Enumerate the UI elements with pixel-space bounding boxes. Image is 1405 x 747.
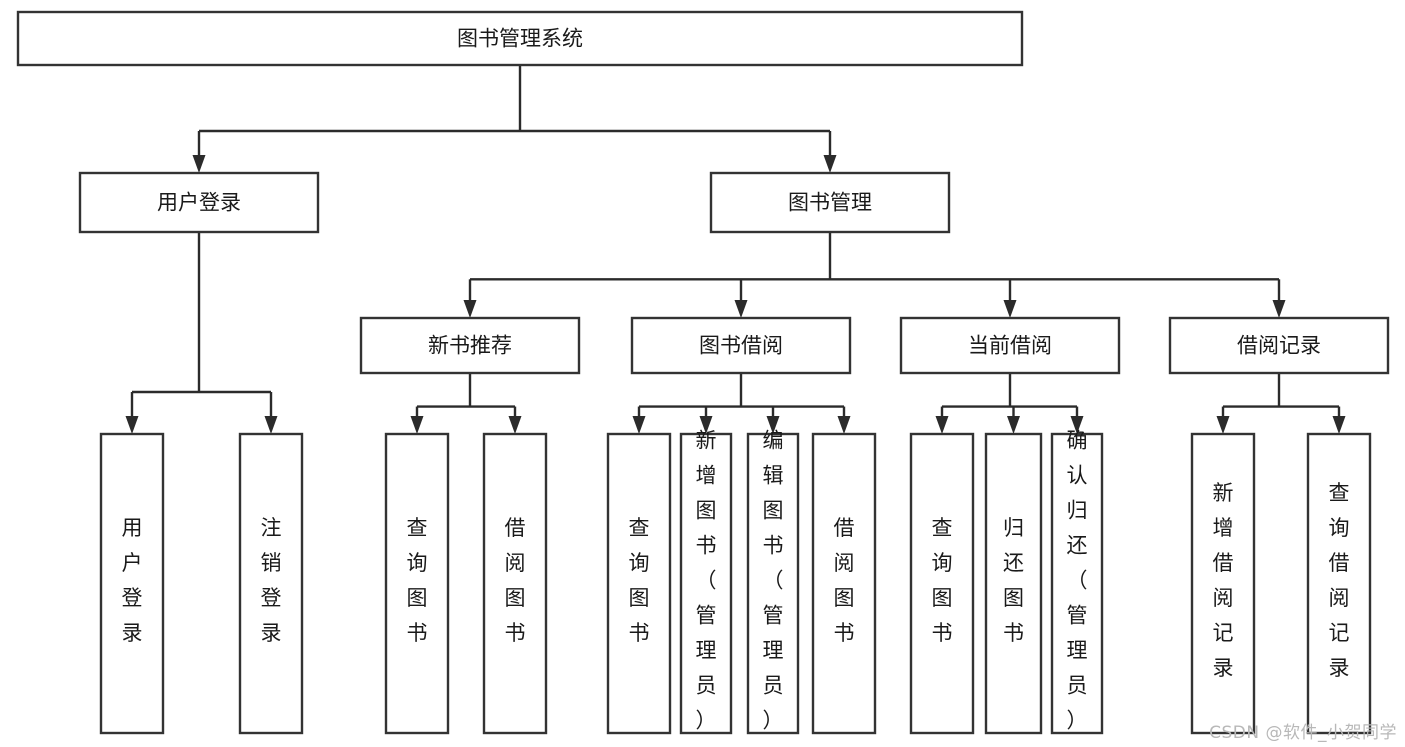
node-borrow-record[interactable]: 借阅记录 [1168, 316, 1390, 375]
node-box-leaf-query-book-current [909, 432, 975, 735]
arrowhead-leaf-add-borrow-record [1216, 416, 1230, 434]
node-box-user-login [78, 171, 320, 234]
csdn-watermark: CSDN @软件_小贺同学 [1209, 723, 1397, 743]
node-label-leaf-user-login: 用户登录 [122, 516, 143, 645]
arrowhead-leaf-query-book-current [935, 416, 949, 434]
node-label-root: 图书管理系统 [457, 27, 583, 51]
node-label-leaf-return-book: 归还图书 [1003, 516, 1024, 645]
node-root[interactable]: 图书管理系统 [16, 10, 1024, 67]
node-box-leaf-logout [238, 432, 304, 735]
node-box-leaf-add-book-admin [679, 432, 733, 735]
node-leaf-user-login[interactable]: 用户登录 [99, 432, 165, 735]
node-user-login[interactable]: 用户登录 [78, 171, 320, 234]
node-leaf-add-book-admin[interactable]: 新增图书（管理员） [679, 429, 733, 735]
node-label-leaf-query-book-rec: 查询图书 [407, 516, 428, 645]
node-box-leaf-borrow-book [811, 432, 877, 735]
node-label-leaf-logout: 注销登录 [261, 516, 282, 645]
arrowhead-borrow-record [1272, 300, 1286, 318]
node-leaf-borrow-book[interactable]: 借阅图书 [811, 432, 877, 735]
arrowhead-leaf-borrow-book-rec [508, 416, 522, 434]
node-box-new-book-recommend [359, 316, 581, 375]
node-leaf-query-book-rec[interactable]: 查询图书 [384, 432, 450, 735]
node-box-current-borrow [899, 316, 1121, 375]
arrowhead-leaf-logout [264, 416, 278, 434]
node-label-leaf-add-borrow-record: 新增借阅记录 [1213, 481, 1234, 680]
node-label-leaf-query-book-current: 查询图书 [932, 516, 953, 645]
arrowhead-leaf-query-book-rec [410, 416, 424, 434]
node-label-leaf-add-book-admin: 新增图书（管理员） [696, 429, 717, 733]
node-leaf-borrow-book-rec[interactable]: 借阅图书 [482, 432, 548, 735]
arrowhead-new-book-recommend [463, 300, 477, 318]
node-current-borrow[interactable]: 当前借阅 [899, 316, 1121, 375]
node-label-leaf-query-book-borrow: 查询图书 [629, 516, 650, 645]
node-label-borrow-record: 借阅记录 [1237, 334, 1321, 358]
arrowhead-leaf-user-login [125, 416, 139, 434]
arrowhead-leaf-query-borrow-record [1332, 416, 1346, 434]
node-leaf-confirm-return-admin[interactable]: 确认归还（管理员） [1050, 429, 1104, 735]
arrowhead-user-login [192, 155, 206, 173]
node-label-leaf-confirm-return-admin: 确认归还（管理员） [1067, 429, 1088, 733]
node-label-new-book-recommend: 新书推荐 [428, 334, 512, 358]
node-box-leaf-borrow-book-rec [482, 432, 548, 735]
node-label-leaf-borrow-book: 借阅图书 [834, 516, 855, 645]
node-box-leaf-add-borrow-record [1190, 432, 1256, 735]
node-label-book-borrow: 图书借阅 [699, 334, 783, 358]
node-new-book-recommend[interactable]: 新书推荐 [359, 316, 581, 375]
node-label-current-borrow: 当前借阅 [968, 334, 1052, 358]
nodes-layer: 图书管理系统用户登录图书管理新书推荐图书借阅当前借阅借阅记录用户登录注销登录查询… [16, 10, 1390, 735]
node-box-leaf-query-book-borrow [606, 432, 672, 735]
arrowhead-leaf-query-book-borrow [632, 416, 646, 434]
node-leaf-logout[interactable]: 注销登录 [238, 432, 304, 735]
arrowhead-leaf-edit-book-admin [766, 416, 780, 434]
node-box-book-manage [709, 171, 951, 234]
arrowhead-leaf-borrow-book [837, 416, 851, 434]
node-leaf-edit-book-admin[interactable]: 编辑图书（管理员） [746, 429, 800, 735]
node-box-leaf-return-book [984, 432, 1043, 735]
connectors-layer [125, 65, 1346, 434]
arrowhead-leaf-confirm-return-admin [1070, 416, 1084, 434]
node-leaf-query-book-current[interactable]: 查询图书 [909, 432, 975, 735]
node-box-leaf-query-book-rec [384, 432, 450, 735]
node-box-borrow-record [1168, 316, 1390, 375]
node-leaf-return-book[interactable]: 归还图书 [984, 432, 1043, 735]
node-box-leaf-query-borrow-record [1306, 432, 1372, 735]
node-leaf-add-borrow-record[interactable]: 新增借阅记录 [1190, 432, 1256, 735]
arrowhead-leaf-return-book [1007, 416, 1020, 434]
node-label-leaf-edit-book-admin: 编辑图书（管理员） [763, 429, 784, 733]
node-box-leaf-user-login [99, 432, 165, 735]
node-label-book-manage: 图书管理 [788, 191, 872, 215]
node-box-leaf-confirm-return-admin [1050, 432, 1104, 735]
node-label-user-login: 用户登录 [157, 191, 241, 215]
node-leaf-query-book-borrow[interactable]: 查询图书 [606, 432, 672, 735]
node-box-leaf-edit-book-admin [746, 432, 800, 735]
node-label-leaf-borrow-book-rec: 借阅图书 [505, 516, 526, 645]
arrowhead-leaf-add-book-admin [699, 416, 713, 434]
node-box-root [16, 10, 1024, 67]
node-box-book-borrow [630, 316, 852, 375]
arrowhead-book-borrow [734, 300, 748, 318]
node-book-manage[interactable]: 图书管理 [709, 171, 951, 234]
node-label-leaf-query-borrow-record: 查询借阅记录 [1329, 481, 1350, 680]
node-book-borrow[interactable]: 图书借阅 [630, 316, 852, 375]
node-leaf-query-borrow-record[interactable]: 查询借阅记录 [1306, 432, 1372, 735]
arrowhead-book-manage [823, 155, 837, 173]
arrowhead-current-borrow [1003, 300, 1017, 318]
